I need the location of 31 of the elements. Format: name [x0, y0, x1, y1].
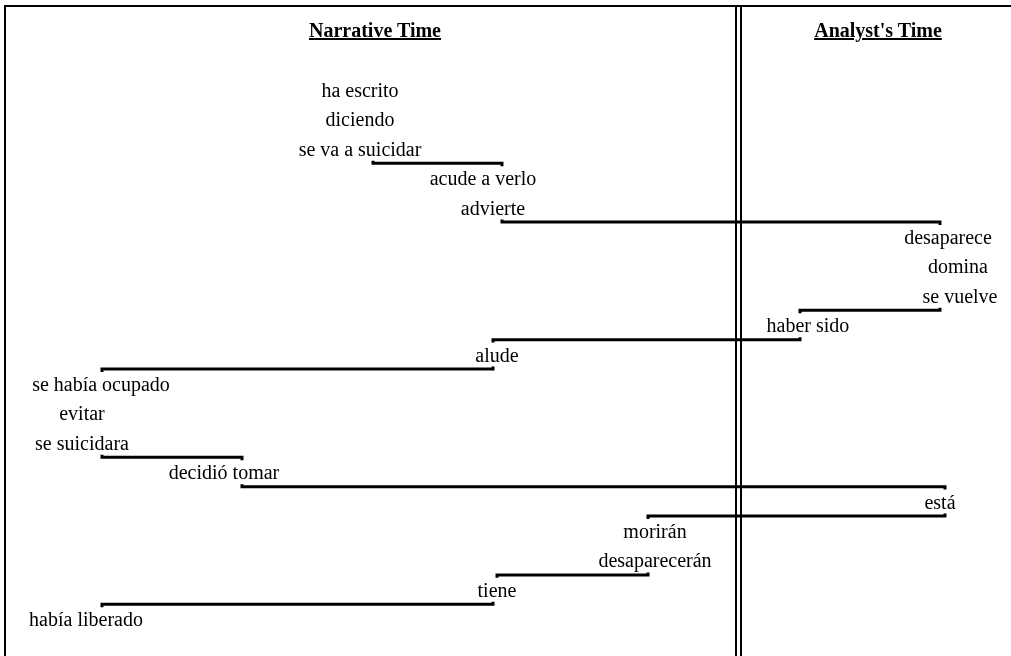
- verb-phrase: está: [924, 489, 956, 514]
- verb-phrase: se había ocupado: [32, 372, 170, 396]
- verb-phrase: morirán: [623, 519, 687, 543]
- verb-phrase: domina: [928, 254, 988, 279]
- connector-line: [491, 336, 802, 343]
- verb-phrase: se va a suicidar: [298, 136, 422, 161]
- verb-phrase: evitar: [59, 401, 105, 426]
- verb-phrase: desaparecerán: [598, 548, 712, 573]
- connector-line: [798, 307, 942, 314]
- column-heading: Analyst's Time: [814, 18, 942, 42]
- verb-phrase: desaparece: [904, 225, 992, 249]
- verb-phrase: alude: [475, 342, 519, 367]
- column-heading: Narrative Time: [309, 18, 441, 42]
- verb-phrase: se suicidara: [35, 430, 129, 455]
- connector-line: [371, 160, 504, 167]
- verb-phrase: advierte: [460, 195, 526, 220]
- connector-line: [240, 482, 947, 491]
- connector-line: [100, 454, 244, 461]
- connector-line: [500, 218, 942, 226]
- connector-line: [646, 513, 947, 520]
- verb-phrase: ha escrito: [321, 78, 399, 102]
- connector-line: [495, 572, 650, 578]
- verb-phrase: haber sido: [766, 313, 850, 338]
- verb-phrase: acude a verlo: [429, 166, 537, 191]
- verb-phrase: decidió tomar: [168, 460, 280, 485]
- verb-phrase: diciendo: [325, 107, 395, 132]
- connector-line: [100, 365, 495, 373]
- verb-phrase: había liberado: [29, 607, 143, 632]
- verb-phrase: tiene: [477, 577, 517, 602]
- verb-phrase: se vuelve: [922, 283, 998, 308]
- connector-line: [100, 600, 495, 608]
